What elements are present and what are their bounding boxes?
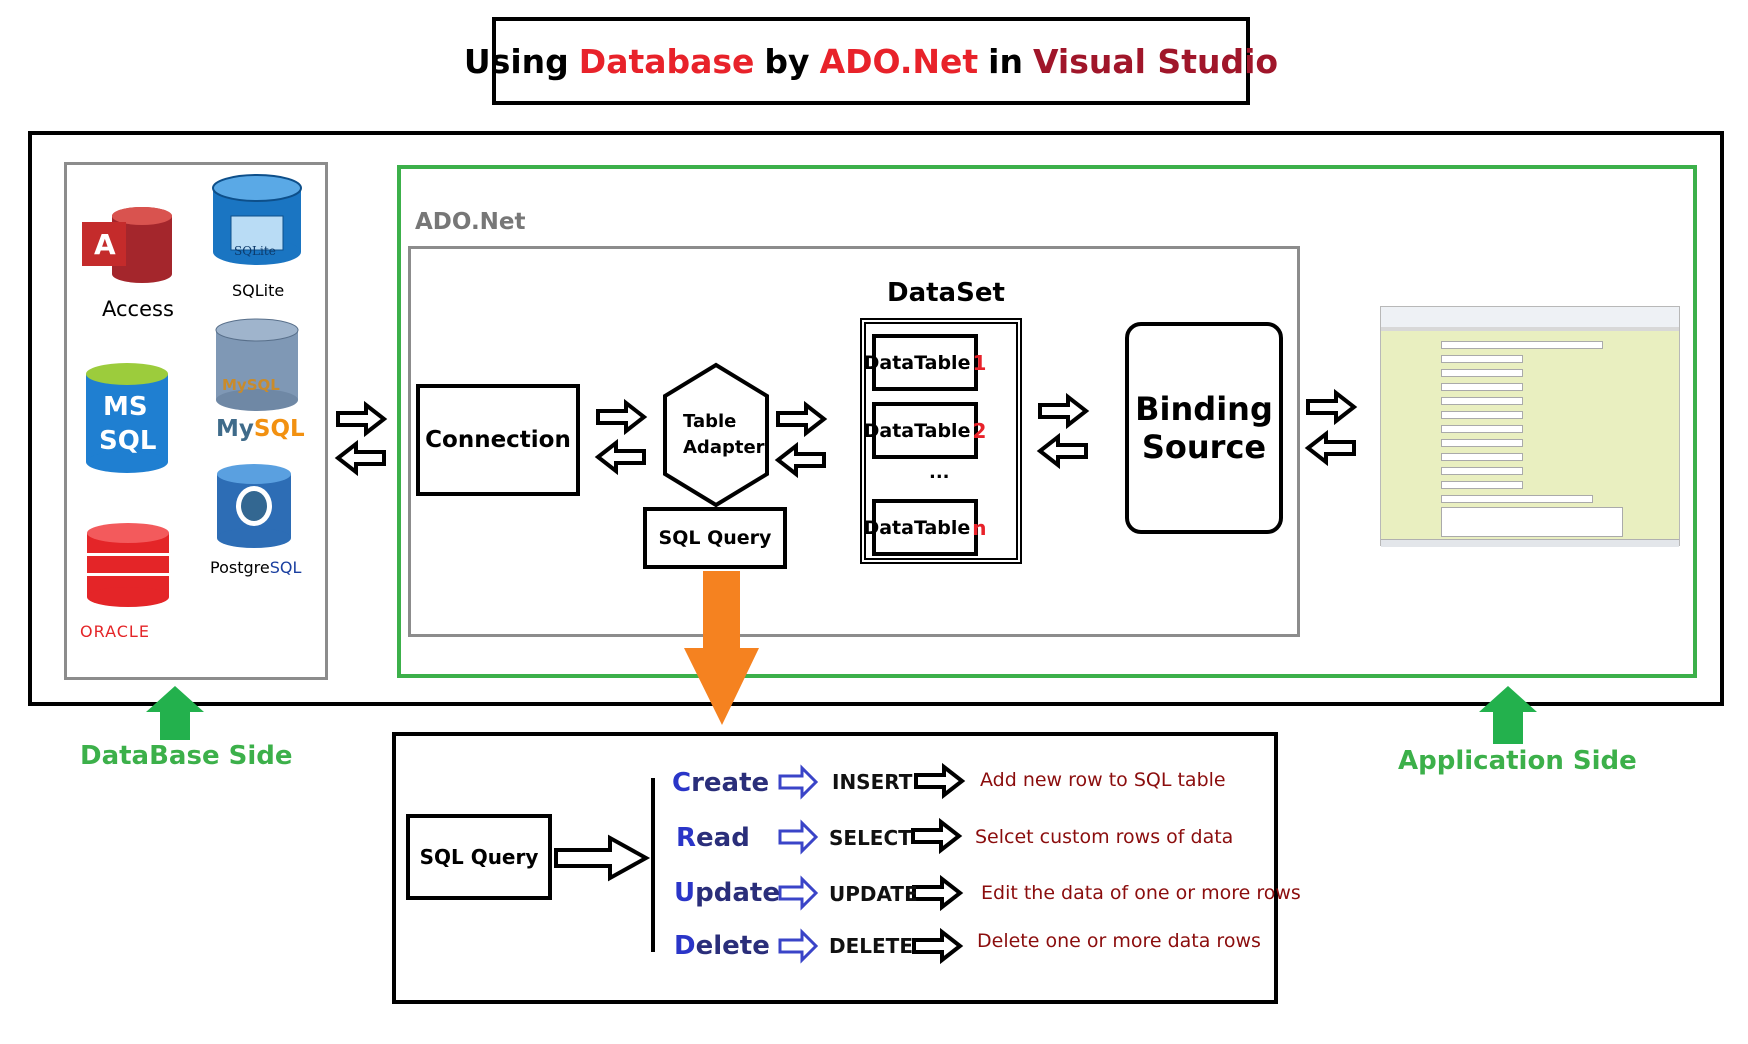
datatable-n-number: n [972,515,987,540]
connection-label: Connection [425,427,571,453]
postgresql-icon [217,464,291,548]
title-part-visual-studio: Visual Studio [1032,41,1279,81]
sql-update-keyword: UPDATE [829,882,918,906]
dataset-arrow-right [1038,395,1088,427]
sql-query-label: SQL Query [658,527,772,549]
oracle-label: ORACLE [80,622,150,641]
mssql-icon [86,363,168,473]
access-label: Access [102,297,174,321]
postgresql-label: PostgreSQL [210,558,301,577]
binding-source-box: Binding Source [1125,322,1283,534]
mysql-icon [215,318,299,411]
title-part-database: Database [578,41,755,81]
crud-read: Read [676,823,750,853]
crud-create-initial: C [672,768,692,798]
datatable-1-number: 1 [972,350,987,375]
crud-create-rest: reate [691,768,770,798]
datatable-2-name: DataTable [863,419,971,442]
sql-delete-keyword: DELETE [829,934,913,958]
datatable-2-number: 2 [972,418,987,443]
binding-source-line2: Source [1141,428,1267,466]
binding-arrow-left [1306,432,1356,464]
adonet-label: ADO.Net [415,209,526,235]
orange-down-arrow [684,571,759,725]
table-adapter-label-line2: Adapter [683,437,765,458]
sql-select-keyword: SELECT [829,826,912,850]
access-icon [82,207,172,283]
adapter-arrow-right [776,403,826,435]
sqlite-badge: SQLite [234,244,276,258]
sql-crud-query-label: SQL Query [419,845,539,869]
crud-update-initial: U [674,878,696,908]
crud-update: Update [674,878,780,908]
adapter-arrow-left [776,444,826,476]
sqlite-label: SQLite [232,281,285,300]
sql-crud-query-box: SQL Query [406,814,552,900]
database-panel [64,162,328,680]
crud-read-rest: ead [696,823,750,853]
title-part-using: Using [463,41,569,81]
dataset-box [860,318,1022,564]
green-up-arrow-db [146,686,204,740]
sql-query-box: SQL Query [643,507,787,569]
postgresql-label-sql: SQL [269,558,302,577]
title-part-by: by [764,41,810,81]
connection-box: Connection [416,384,580,496]
database-side-label: DataBase Side [80,741,293,771]
mysql-label-sql: SQL [253,416,305,442]
mysql-badge: MySQL [222,376,280,394]
crud-update-rest: pdate [695,878,780,908]
crud-delete: Delete [674,931,770,961]
title-part-in: in [988,41,1023,81]
sql-crud-box [392,732,1278,1004]
mssql-label-line2: SQL [99,426,157,456]
mysql-label: MySQL [216,416,305,442]
crud-read-initial: R [676,823,697,853]
postgresql-label-postgre: Postgre [210,558,270,577]
conn-arrow-right [596,401,646,433]
sql-box-big-arrow [554,834,651,882]
mssql-label-line1: MS [103,392,148,422]
insert-description: Add new row to SQL table [980,769,1226,791]
sqlite-icon [212,174,302,265]
conn-arrow-left [596,441,646,473]
datatable-n-name: DataTable [863,516,971,539]
delete-description: Delete one or more data rows [977,930,1261,952]
select-description: Selcet custom rows of data [975,826,1234,848]
oracle-icon [87,523,169,607]
green-up-arrow-app [1479,686,1537,744]
application-panel [397,165,1697,678]
adonet-container [408,246,1300,637]
title-part-adonet: ADO.Net [819,41,979,81]
db-arrow-left [336,442,386,474]
outer-frame [28,131,1724,706]
crud-delete-rest: elete [695,931,770,961]
binding-source-line1: Binding [1135,390,1273,428]
dataset-arrow-left [1038,435,1088,467]
access-letter: A [94,228,116,261]
application-screenshot [1380,306,1680,547]
binding-arrow-right [1306,391,1356,423]
table-adapter-label-line1: Table [683,411,737,432]
update-description: Edit the data of one or more rows [981,882,1301,904]
crud-delete-initial: D [674,931,696,961]
mysql-label-my: My [216,416,254,442]
datatable-1-name: DataTable [863,351,971,374]
crud-create: Create [672,768,769,798]
datatable-ellipsis: ... [929,462,950,483]
dataset-label: DataSet [887,278,1005,308]
sql-insert-keyword: INSERT [832,770,913,794]
application-side-label: Application Side [1398,746,1637,776]
db-arrow-right [336,403,386,435]
table-adapter-hexagon [663,362,769,508]
diagram-title: Using Database by ADO.Net in Visual Stud… [464,17,1278,105]
